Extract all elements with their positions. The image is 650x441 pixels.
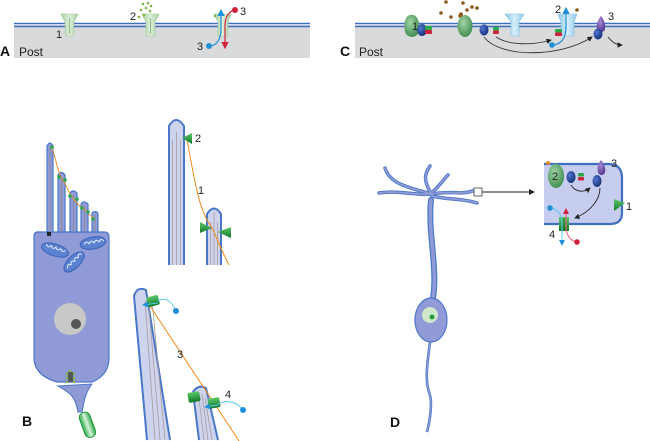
stereocilia-enlarged-deflected: 3 4 [132,287,246,441]
g-protein-gamma [425,30,432,34]
ion-efflux-arrow [563,208,577,243]
gpcr-receptor [546,161,564,188]
panel-label-d: D [390,414,400,430]
met-channel-closed [200,222,212,233]
panel-a: 1 2 3 3 A Post [0,1,310,59]
synaptic-ribbon [65,369,76,384]
neurotransmitter-molecules [439,0,479,19]
ion-influx-arrow [552,6,570,46]
neuron-dendrites [377,164,479,313]
callout-3: 3 [608,11,614,23]
postsynaptic-compartment [14,25,310,58]
g-protein-alpha-free [479,24,489,36]
magnification-box [473,187,483,197]
nucleus [54,303,86,335]
gpcr-receptor-2-activated [457,13,473,37]
callout-3: 3 [611,158,617,170]
g-alpha-translocation-arrow [483,36,593,54]
panel-label-a: A [0,43,10,59]
ligand-gated-channel [141,13,160,37]
callout-1: 1 [56,29,62,41]
ion-blue [549,42,555,48]
ligand-molecule [575,8,579,12]
callout-2: 2 [555,4,561,16]
callout-4: 4 [549,229,555,241]
g-protein-gamma [578,177,584,181]
callout-2: 2 [195,133,201,145]
myelin-sheath [78,411,97,439]
compartment-label-post: Post [359,45,384,59]
dendritic-spine-enlarged: 2 3 1 4 [544,158,632,246]
g-alpha-bound [592,175,602,187]
afferent-nerve-terminal [56,383,94,413]
tip-link [186,139,230,266]
g-protein-alpha [566,171,576,183]
ion-red [232,7,238,13]
cation-ion [173,308,179,314]
g-protein-beta [578,173,584,177]
nucleolus [429,314,435,320]
ion-channel-closed [504,13,525,37]
inward-ion-flux-arrow [209,8,225,47]
open-ion-channel [213,13,232,37]
modulation-arrow [574,187,601,219]
callout-1: 1 [626,201,632,213]
panel-label-c: C [340,43,350,59]
nucleolus [71,319,81,329]
effector-enzyme [593,16,606,40]
ligand-molecules [137,1,153,19]
mechanotransduction-channels [50,145,95,221]
downstream-signal-arrow [607,36,623,48]
kinocilium-basal-body [47,232,51,236]
met-channel-open-middle [187,391,201,403]
callout-3b: 3 [197,41,203,53]
actin-cores [49,148,96,232]
nucleus [422,307,438,323]
postsynaptic-compartment [355,25,650,58]
callout-1: 1 [198,185,204,197]
callout-4: 4 [225,389,231,401]
callout-2: 2 [552,171,558,183]
activation-arrow [570,184,591,193]
callout-3: 3 [177,349,183,361]
effector-enzyme [597,160,606,175]
ion-channel-open [557,13,578,37]
callout-1: 1 [412,21,418,33]
g-beta-bound [555,29,562,33]
panel-c: 1 2 3 [340,0,650,59]
myosin-motor-upper [182,133,192,144]
ion-red [574,239,580,245]
panel-label-b: B [22,413,32,429]
compartment-label-post: Post [19,45,44,59]
g-protein-gamma [493,30,499,34]
ion-blue [206,43,212,49]
ion-blue [547,205,553,211]
panel-d: D 2 3 1 4 [377,158,632,433]
cation-ion [240,407,246,413]
callout-2: 2 [130,11,136,23]
g-protein-alpha [417,24,427,36]
g-protein-beta [493,27,499,31]
ionotropic-receptor [614,199,625,211]
cation-influx-arrow [550,207,565,246]
g-gamma-bound [555,32,562,36]
g-protein-beta [425,26,432,30]
met-channel-lower [218,227,231,238]
tip-link-stretched [149,305,240,441]
callout-3a: 3 [240,6,246,18]
stereocilia-enlarged-upper: 2 1 [168,119,231,266]
beta-gamma-translocation-arrow [495,36,552,45]
gpcr-receptor-1 [404,14,432,37]
ion-channel-closed [60,13,79,37]
panel-b: B 2 1 [22,119,246,441]
mitochondria [41,236,107,273]
